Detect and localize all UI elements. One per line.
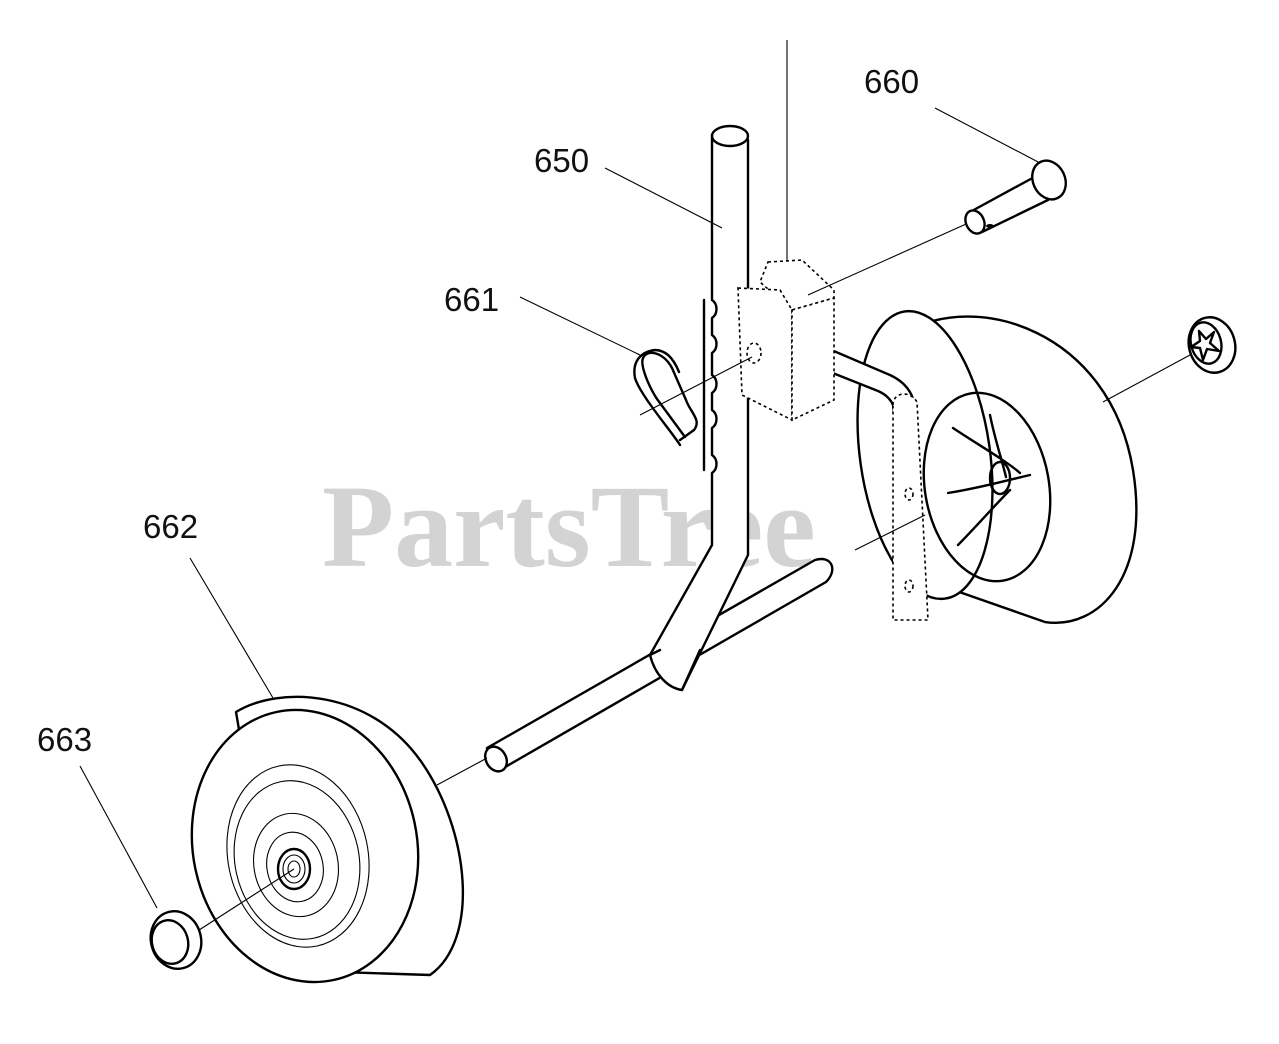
callout-662: 662 — [143, 508, 198, 545]
leader-650 — [604, 167, 723, 229]
right-side-plate — [892, 393, 929, 621]
leader-663 — [79, 765, 158, 909]
leader-662 — [189, 557, 274, 699]
left-hub-cap — [149, 910, 203, 970]
leader-660 — [934, 107, 1041, 164]
right-wheel-assembly — [856, 309, 1191, 624]
upper-bracket — [737, 259, 835, 422]
clevis-pin — [964, 159, 1067, 235]
callout-661: 661 — [444, 281, 499, 318]
callout-663: 663 — [37, 721, 92, 758]
right-hub-cap — [1187, 316, 1237, 374]
left-wheel — [190, 695, 465, 984]
hairpin-clip — [633, 348, 698, 447]
callout-650: 650 — [534, 142, 589, 179]
leader-661 — [519, 296, 641, 356]
tube-frame — [483, 124, 834, 773]
callout-660: 660 — [864, 63, 919, 100]
